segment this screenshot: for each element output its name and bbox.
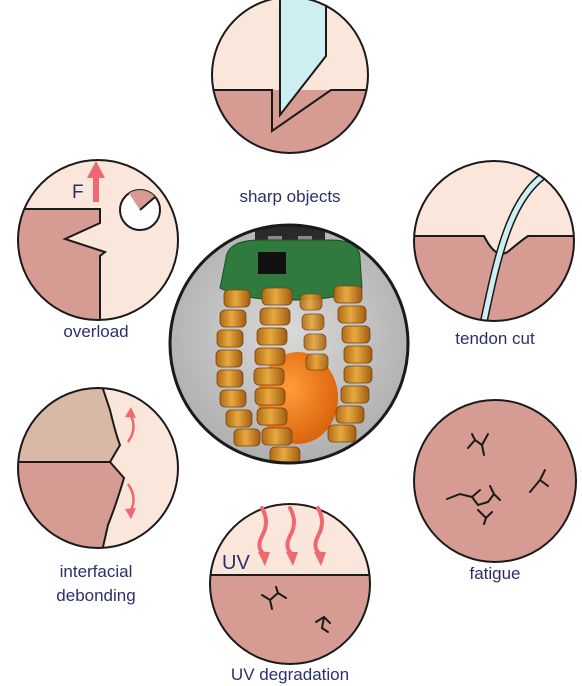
panel-fatigue bbox=[414, 400, 576, 562]
panel-sharp-objects bbox=[200, 0, 380, 170]
uv-symbol: UV bbox=[222, 552, 250, 574]
label-fatigue: fatigue bbox=[440, 564, 550, 584]
center-photo bbox=[160, 220, 420, 470]
panel-overload: F bbox=[10, 150, 190, 330]
upper-material bbox=[10, 380, 120, 462]
panel-tendon-cut bbox=[410, 155, 580, 330]
label-uv-degradation: UV degradation bbox=[200, 665, 380, 685]
label-overload: overload bbox=[36, 322, 156, 342]
force-symbol: F bbox=[72, 182, 84, 203]
label-interfacial: interfacial bbox=[26, 562, 166, 582]
label-tendon-cut: tendon cut bbox=[430, 329, 560, 349]
label-debonding: debonding bbox=[26, 586, 166, 606]
pressure-gauge-icon bbox=[120, 188, 160, 230]
panel-interfacial-debonding bbox=[10, 380, 190, 560]
label-sharp-objects: sharp objects bbox=[220, 187, 360, 207]
panel-uv-degradation: UV bbox=[200, 500, 380, 675]
